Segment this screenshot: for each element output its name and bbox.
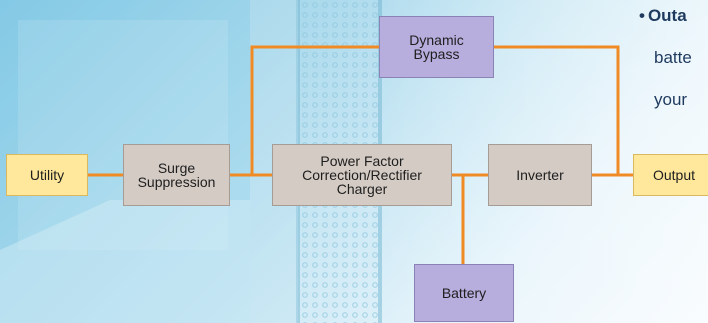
battery-node: Battery	[414, 264, 514, 322]
surge-label-line1: Surge	[157, 160, 196, 176]
bullet-glyph: •	[639, 6, 645, 25]
wire-bypass-input	[250, 45, 381, 177]
surge-suppression-node: Surge Suppression	[123, 144, 230, 206]
side-text-line1: •Outa	[639, 0, 687, 32]
utility-node: Utility	[6, 154, 88, 196]
output-label: Output	[652, 167, 696, 183]
utility-label: Utility	[29, 167, 65, 183]
wire-bypass-output	[492, 45, 620, 177]
battery-label: Battery	[441, 285, 487, 301]
side-text-line2: batte	[654, 48, 692, 67]
surge-label-line2: Suppression	[137, 174, 216, 190]
inverter-label: Inverter	[516, 167, 564, 183]
output-node: Output	[633, 154, 708, 196]
pfc-label-line1: Power Factor	[320, 153, 404, 169]
side-text-line3: your	[654, 90, 688, 109]
pfc-label-line3: Charger	[336, 181, 388, 197]
pfc-label-line2: Correction/Rectifier	[302, 167, 422, 183]
dynamic-bypass-node: Dynamic Bypass	[379, 16, 494, 78]
bypass-label-line2: Bypass	[413, 46, 460, 62]
side-text-bold: Outa	[647, 6, 687, 25]
inverter-node: Inverter	[488, 144, 592, 206]
bypass-label-line1: Dynamic	[409, 32, 464, 48]
pfc-rectifier-charger-node: Power Factor Correction/Rectifier Charge…	[272, 144, 452, 206]
